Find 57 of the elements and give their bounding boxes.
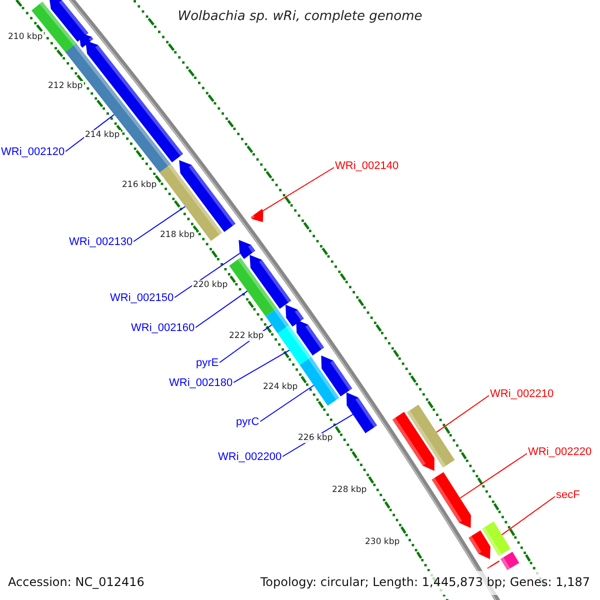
- gene-segment: [482, 522, 511, 556]
- gene-segment: [160, 164, 222, 241]
- gene-segment: [392, 412, 434, 471]
- gene-segment: [346, 392, 378, 434]
- gene-label: WRi_002210: [490, 388, 554, 401]
- genome-info-text: Topology: circular; Length: 1,445,873 bp; Genes: 1,187: [260, 575, 590, 590]
- gene-label: secF: [556, 489, 580, 502]
- gene-segment: [406, 404, 455, 468]
- gene-segment: [48, 0, 88, 42]
- gene-segment: [78, 32, 94, 48]
- gene-segment: [266, 308, 289, 334]
- gene-label: WRi_002150: [110, 292, 174, 305]
- gene-segment: [321, 356, 352, 396]
- gene-segment: [250, 254, 292, 309]
- gene-segment: [229, 258, 278, 316]
- gene-segment: [468, 530, 490, 560]
- gene-label: WRi_002200: [218, 451, 282, 464]
- leader-line: [260, 384, 314, 422]
- gene-segment: [238, 240, 256, 259]
- gene-segment: [179, 160, 236, 232]
- scale-label: 230 kbp: [364, 537, 401, 547]
- leader-line: [501, 496, 556, 536]
- gene-segment: [85, 40, 184, 162]
- gene-label: WRi_002220: [528, 446, 592, 459]
- leader-line: [436, 395, 490, 433]
- scale-label: 218 kbp: [159, 230, 196, 240]
- scale-label: 226 kbp: [297, 433, 334, 443]
- gene-segment: [296, 320, 324, 356]
- gene-segment: [300, 357, 340, 406]
- scale-label: 214 kbp: [84, 130, 121, 140]
- leader-line: [133, 206, 186, 242]
- scale-label: 210 kbp: [7, 32, 44, 42]
- scale-label: 228 kbp: [331, 485, 368, 495]
- scale-label: 216 kbp: [121, 180, 158, 190]
- gene-label: WRi_002140: [335, 160, 399, 173]
- leader-line: [460, 453, 528, 499]
- accession-text: Accession: NC_012416: [8, 575, 144, 590]
- gene-segment: [250, 208, 264, 222]
- gene-segment: [487, 560, 500, 569]
- leader-line: [233, 350, 290, 383]
- scale-label: 220 kbp: [192, 280, 229, 290]
- gene-label: WRi_002120: [1, 146, 65, 159]
- leader-line: [174, 252, 240, 298]
- scale-label: 212 kbp: [47, 81, 84, 91]
- gene-label: WRi_002160: [131, 322, 195, 335]
- gene-label: pyrC: [236, 416, 260, 429]
- gene-segment: [432, 472, 471, 528]
- leader-line: [262, 167, 334, 212]
- gene-label: WRi_002180: [169, 377, 233, 390]
- leader-line: [195, 290, 248, 328]
- title: Wolbachia sp. wRi, complete genome: [178, 9, 422, 24]
- scale-label: 222 kbp: [228, 331, 265, 341]
- scale-label: 224 kbp: [262, 382, 299, 392]
- gene-label: pyrE: [196, 357, 219, 370]
- gene-segment: [286, 304, 304, 327]
- gene-label: WRi_002130: [69, 236, 133, 249]
- gene-segment: [500, 552, 520, 570]
